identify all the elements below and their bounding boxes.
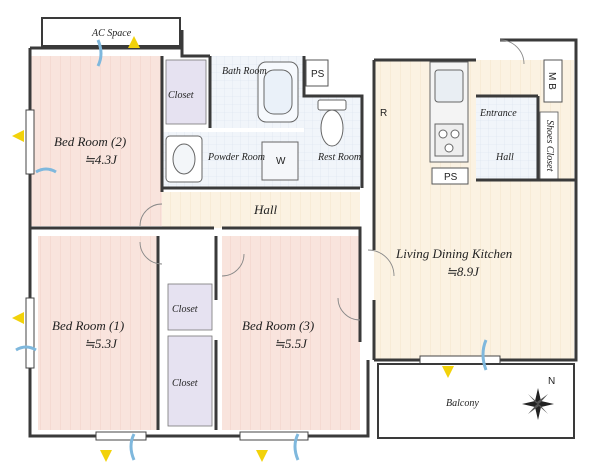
rest-room-label: Rest Room <box>317 152 361 163</box>
arrow-out-icon <box>481 339 488 371</box>
bed-room-2-size: ≒4.3J <box>84 152 118 167</box>
washer-label: W <box>276 156 286 167</box>
ps-top-label: PS <box>311 69 325 80</box>
ldk-name: Living Dining Kitchen <box>395 246 512 261</box>
closet-top-label: Closet <box>168 90 194 101</box>
ps-box-kitchen <box>431 167 469 185</box>
hall-center-label: Hall <box>253 202 278 217</box>
ldk-size: ≒8.9J <box>446 264 480 279</box>
bath-room-label: Bath Room <box>222 66 267 77</box>
arrow-in-icon <box>12 130 24 142</box>
kitchen-sink <box>434 69 464 103</box>
balcony-label: Balcony <box>446 398 479 409</box>
toilet-bowl <box>320 109 344 147</box>
mb-label: M B <box>546 72 557 90</box>
vent-arrows <box>12 36 488 462</box>
bed-room-1-size: ≒5.3J <box>84 336 118 351</box>
arrow-out-icon <box>96 39 103 67</box>
arrow-in-icon <box>256 450 268 462</box>
ac-space-label: AC Space <box>91 28 132 39</box>
ldk-floor <box>374 60 574 360</box>
arrow-out-icon <box>293 433 300 461</box>
arrow-out-icon <box>35 167 57 174</box>
shoes-closet-label: Shoes Closet <box>544 120 555 172</box>
hall-entry-label: Hall <box>495 152 514 163</box>
entrance-floor <box>476 96 538 180</box>
arrow-in-icon <box>12 312 24 324</box>
closet-low-label: Closet <box>172 378 198 389</box>
floor-areas <box>30 17 574 430</box>
arrow-out-icon <box>15 345 37 352</box>
ps-box-top <box>305 59 329 87</box>
bed-room-1-floor <box>38 236 158 430</box>
ps-kitchen-label: PS <box>444 172 458 183</box>
washer-space <box>261 141 299 181</box>
windows <box>25 109 501 441</box>
closets <box>165 59 559 427</box>
closet-low <box>167 335 213 427</box>
mb-box <box>543 59 563 103</box>
arrow-out-icon <box>129 433 136 461</box>
powder-room-label: Powder Room <box>207 152 265 163</box>
closet-top <box>165 59 207 125</box>
toilet-tank <box>317 99 347 111</box>
closet-mid <box>167 283 213 331</box>
bed-room-2-name: Bed Room (2) <box>54 134 126 149</box>
bed-room-3-floor <box>222 236 360 430</box>
fridge-label: R <box>380 108 387 119</box>
arrow-in-icon <box>442 366 454 378</box>
bed-room-2-floor <box>30 56 162 226</box>
hall-floor <box>162 192 360 228</box>
closet-mid-label: Closet <box>172 304 198 315</box>
bed-room-3-name: Bed Room (3) <box>242 318 314 333</box>
bed-room-1-name: Bed Room (1) <box>52 318 124 333</box>
doors <box>139 39 525 321</box>
fixtures <box>165 59 563 185</box>
walls <box>28 30 578 438</box>
bed-room-3-size: ≒5.5J <box>274 336 308 351</box>
north-label: N <box>548 376 555 387</box>
arrow-in-icon <box>128 36 140 48</box>
compass-icon <box>522 388 554 420</box>
arrow-in-icon <box>100 450 112 462</box>
labels: AC Space Bed Room (2) ≒4.3J Bed Room (1)… <box>52 28 557 409</box>
ac-space-area <box>41 17 181 47</box>
entrance-label: Entrance <box>479 108 517 119</box>
